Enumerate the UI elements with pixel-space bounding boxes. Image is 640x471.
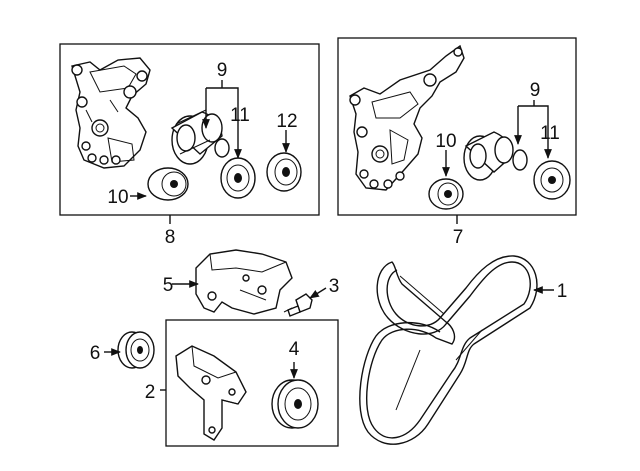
callout-5: 5 (163, 275, 174, 296)
idler-pulley-10-left (147, 167, 189, 201)
tensioner-bracket-left (71, 57, 151, 169)
assembly-2-frame (165, 319, 339, 447)
callout-11-right: 11 (540, 123, 560, 144)
callout-6: 6 (90, 343, 101, 364)
tensioner-bracket-right (349, 44, 465, 191)
bracket-5 (195, 249, 293, 315)
callout-10-left: 10 (107, 187, 128, 208)
assembly-8-frame (59, 43, 320, 216)
callout-11-left: 11 (230, 105, 250, 126)
idler-pulley-11-left (220, 157, 256, 199)
tensioner-9-right (463, 131, 528, 181)
idler-pulley-6 (117, 331, 155, 369)
idler-pulley-10-right (428, 178, 464, 210)
callout-9-right: 9 (530, 80, 541, 101)
callout-4: 4 (289, 339, 300, 360)
callout-2: 2 (145, 382, 156, 403)
callout-10-right: 10 (435, 131, 456, 152)
callout-7: 7 (453, 227, 464, 248)
serpentine-belt-1 (359, 255, 538, 445)
callout-12: 12 (276, 111, 297, 132)
idler-pulley-12 (266, 152, 302, 192)
callout-8: 8 (165, 227, 176, 248)
idler-pulley-4 (271, 379, 319, 429)
idler-pulley-11-right (533, 160, 571, 200)
callout-1: 1 (557, 281, 568, 302)
bolt-3 (283, 293, 313, 317)
callout-3: 3 (329, 276, 340, 297)
tensioner-9-left (170, 109, 230, 165)
callout-9-left: 9 (217, 60, 228, 81)
bracket-2 (175, 345, 247, 441)
